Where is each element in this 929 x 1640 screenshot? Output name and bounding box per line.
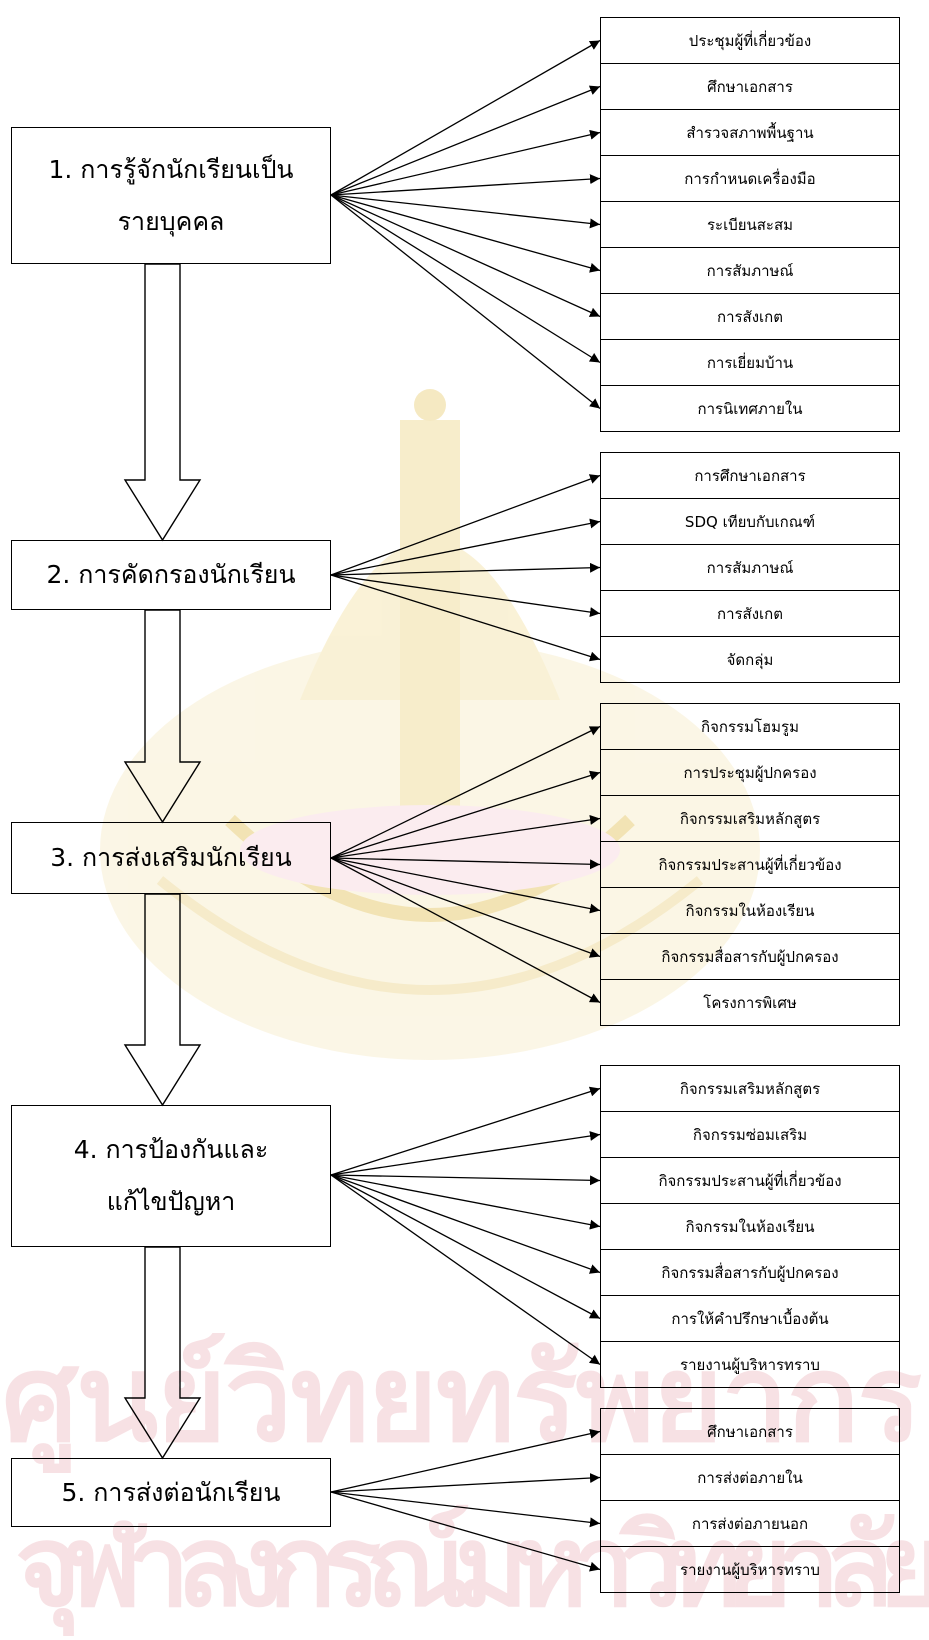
connector-arrow	[330, 194, 601, 410]
step-1-item: การนิเทศภายใน	[600, 385, 900, 432]
step-3-item: การประชุมผู้ปกครอง	[600, 749, 900, 796]
connector-arrow	[330, 1086, 601, 1176]
step-3-item: กิจกรรมสื่อสารกับผู้ปกครอง	[600, 933, 900, 980]
step-1-item: การเยี่ยมบ้าน	[600, 339, 900, 386]
step-1-item: สำรวจสภาพพื้นฐาน	[600, 109, 900, 156]
step-3-item: โครงการพิเศษ	[600, 979, 900, 1026]
connector-arrow	[330, 1174, 601, 1274]
block-arrow	[123, 893, 202, 1107]
connector-arrow	[330, 1428, 601, 1493]
step-4-item: กิจกรรมเสริมหลักสูตร	[600, 1065, 900, 1112]
step-1-title-line-1: 1. การรู้จักนักเรียนเป็น	[48, 154, 294, 184]
connector-arrow	[330, 1174, 601, 1320]
step-1-item: ประชุมผู้ที่เกี่ยวข้อง	[600, 17, 900, 64]
connector-arrow	[330, 857, 601, 1004]
connector-arrow	[330, 1174, 601, 1186]
block-arrows	[123, 263, 202, 1460]
step-3-title: 3. การส่งเสริมนักเรียน	[50, 843, 292, 872]
step-box-1: 1. การรู้จักนักเรียนเป็น รายบุคคล	[11, 127, 331, 264]
block-arrow	[123, 1246, 202, 1460]
connector-arrow	[330, 1491, 601, 1528]
step-1-title-line-2: รายบุคคล	[117, 206, 225, 236]
step-3-item: กิจกรรมโฮมรูม	[600, 703, 900, 750]
step-2-item: การสังเกต	[600, 590, 900, 637]
connector-arrow	[330, 1491, 601, 1572]
connector-arrow	[330, 194, 601, 273]
connector-arrow	[330, 518, 601, 576]
step-3-item: กิจกรรมในห้องเรียน	[600, 887, 900, 934]
block-arrow	[123, 609, 202, 824]
step-5-title: 5. การส่งต่อนักเรียน	[61, 1477, 281, 1507]
connector-arrow	[330, 39, 601, 196]
connector-arrow	[330, 1131, 601, 1176]
step-2-item: การศึกษาเอกสาร	[600, 452, 900, 499]
step-1-item: ศึกษาเอกสาร	[600, 63, 900, 110]
step-box-2: 2. การคัดกรองนักเรียน	[11, 540, 331, 610]
connector-arrow	[330, 562, 601, 576]
step-5-item: รายงานผู้บริหารทราบ	[600, 1546, 900, 1593]
step-box-4: 4. การป้องกันและ แก้ไขปัญหา	[11, 1105, 331, 1247]
connector-arrow	[330, 857, 601, 870]
step-1-item: การสังเกต	[600, 293, 900, 340]
connector-arrow	[330, 85, 601, 196]
step-2-item: จัดกลุ่ม	[600, 636, 900, 683]
step-box-3: 3. การส่งเสริมนักเรียน	[11, 822, 331, 894]
step-5-item: การส่งต่อภายนอก	[600, 1500, 900, 1547]
step-2-item: การสัมภาษณ์	[600, 544, 900, 591]
step-4-item: กิจกรรมซ่อมเสริม	[600, 1111, 900, 1158]
step-1-item: การกำหนดเครื่องมือ	[600, 155, 900, 202]
connector-arrow	[330, 194, 601, 229]
step-1-item: การสัมภาษณ์	[600, 247, 900, 294]
step-4-title-line-2: แก้ไขปัญหา	[106, 1187, 236, 1216]
connector-arrow	[330, 770, 601, 859]
step-4-item: การให้คำปรึกษาเบื้องต้น	[600, 1295, 900, 1342]
connector-arrow	[330, 1174, 601, 1366]
connector-arrow	[330, 474, 601, 576]
step-5-item: ศึกษาเอกสาร	[600, 1408, 900, 1455]
step-2-title: 2. การคัดกรองนักเรียน	[46, 560, 296, 589]
connector-arrow	[330, 194, 601, 364]
connector-arrow	[330, 574, 601, 618]
connector-arrow	[330, 129, 601, 196]
connector-arrow	[330, 1473, 601, 1493]
connector-arrow	[330, 857, 601, 914]
connector-arrow	[330, 815, 601, 859]
step-box-5: 5. การส่งต่อนักเรียน	[11, 1458, 331, 1527]
step-4-item: กิจกรรมสื่อสารกับผู้ปกครอง	[600, 1249, 900, 1296]
step-3-item: กิจกรรมประสานผู้ที่เกี่ยวข้อง	[600, 841, 900, 888]
connector-arrows	[330, 39, 601, 1572]
block-arrow	[123, 263, 202, 542]
step-1-item: ระเบียนสะสม	[600, 201, 900, 248]
connector-arrow	[330, 174, 601, 196]
step-3-item: กิจกรรมเสริมหลักสูตร	[600, 795, 900, 842]
connector-arrow	[330, 725, 601, 859]
step-4-item: รายงานผู้บริหารทราบ	[600, 1341, 900, 1388]
connector-arrow	[330, 194, 601, 318]
step-5-item: การส่งต่อภายใน	[600, 1454, 900, 1501]
step-4-item: กิจกรรมในห้องเรียน	[600, 1203, 900, 1250]
step-2-item: SDQ เทียบกับเกณฑ์	[600, 498, 900, 545]
connector-arrow	[330, 574, 601, 662]
step-4-title-line-1: 4. การป้องกันและ	[73, 1135, 269, 1164]
step-4-item: กิจกรรมประสานผู้ที่เกี่ยวข้อง	[600, 1157, 900, 1204]
connector-arrow	[330, 857, 601, 958]
connector-arrow	[330, 1174, 601, 1230]
